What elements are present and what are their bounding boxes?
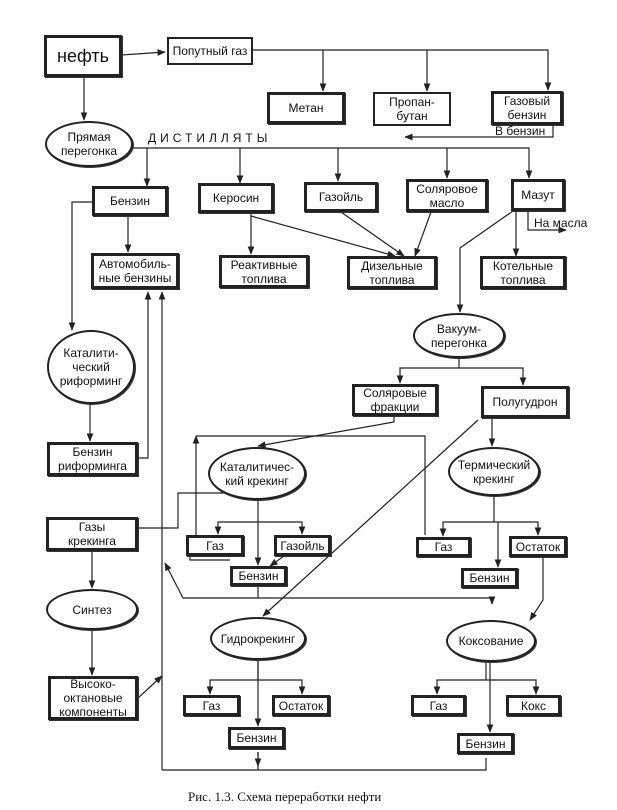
node-gaz-tk: Газ bbox=[416, 537, 471, 557]
node-solyarovoe-maslo: Соляровое масло bbox=[406, 179, 488, 212]
node-pryamaya-peregonka: Прямая перегонка bbox=[45, 121, 133, 167]
node-neft: нефть bbox=[44, 35, 122, 77]
label-na-masla: На масла bbox=[534, 216, 588, 230]
figure-caption: Рис. 1.3. Схема переработки нефти bbox=[188, 789, 382, 804]
node-kataliticheskiy-riforming: Каталити- ческий риформинг bbox=[47, 330, 135, 404]
label-distillyaty: ДИСТИЛЛЯТЫ bbox=[148, 131, 272, 145]
node-benzin-top: Бензин bbox=[92, 186, 168, 216]
node-gazoil-top: Газойль bbox=[304, 182, 378, 212]
node-kotelnye-topliva: Котельные топлива bbox=[480, 256, 566, 289]
node-benzin-gk: Бензин bbox=[228, 727, 285, 749]
node-gaz-ks: Газ bbox=[411, 695, 466, 716]
node-gazoil-kk: Газойль bbox=[274, 535, 331, 556]
node-avtomobilnye-benziny: Автомобиль- ные бензины bbox=[91, 253, 179, 289]
node-gidrokreking: Гидрокрекинг bbox=[210, 617, 306, 660]
node-gazovy-benzin: Газовый бензин bbox=[491, 91, 563, 125]
node-sintez: Синтез bbox=[46, 589, 138, 630]
node-gaz-kk: Газ bbox=[186, 535, 244, 556]
node-benzin-tk: Бензин bbox=[461, 568, 518, 588]
node-metan: Метан bbox=[267, 92, 345, 124]
node-benzin-kk: Бензин bbox=[230, 566, 287, 586]
node-vakuum-peregonka: Вакуум- перегонка bbox=[413, 313, 505, 358]
node-propan-butan: Пропан- бутан bbox=[373, 92, 451, 126]
node-koks: Кокс bbox=[506, 695, 561, 716]
node-polugudron: Полугудрон bbox=[481, 386, 569, 418]
node-koksovanie: Коксование bbox=[446, 620, 536, 662]
node-kataliticheskiy-kreking: Каталитичес- кий крекинг bbox=[208, 447, 306, 500]
node-ostatok-gk: Остаток bbox=[272, 695, 330, 716]
node-poputny-gaz: Попутный газ bbox=[167, 37, 253, 65]
label-v-benzin: В бензин bbox=[495, 124, 546, 138]
node-gazy-krekinga: Газы крекинга bbox=[46, 517, 138, 551]
node-kerosin: Керосин bbox=[198, 183, 274, 213]
node-gaz-gk: Газ bbox=[183, 695, 240, 716]
node-ostatok-tk: Остаток bbox=[509, 536, 567, 557]
node-benzin-ks: Бензин bbox=[457, 733, 514, 754]
node-mazut: Мазут bbox=[511, 179, 565, 211]
node-termicheskiy-kreking: Термический крекинг bbox=[448, 447, 540, 496]
node-vysokooktanovye: Высоко- октановые компоненты bbox=[48, 676, 138, 720]
node-reaktivnye-topliva: Реактивные топлива bbox=[219, 255, 309, 288]
node-solyarovye-fraktsii: Соляровые фракции bbox=[352, 384, 438, 416]
node-benzin-riforminga: Бензин риформинга bbox=[47, 442, 138, 476]
node-dizelnye-topliva: Дизельные топлива bbox=[347, 256, 437, 289]
